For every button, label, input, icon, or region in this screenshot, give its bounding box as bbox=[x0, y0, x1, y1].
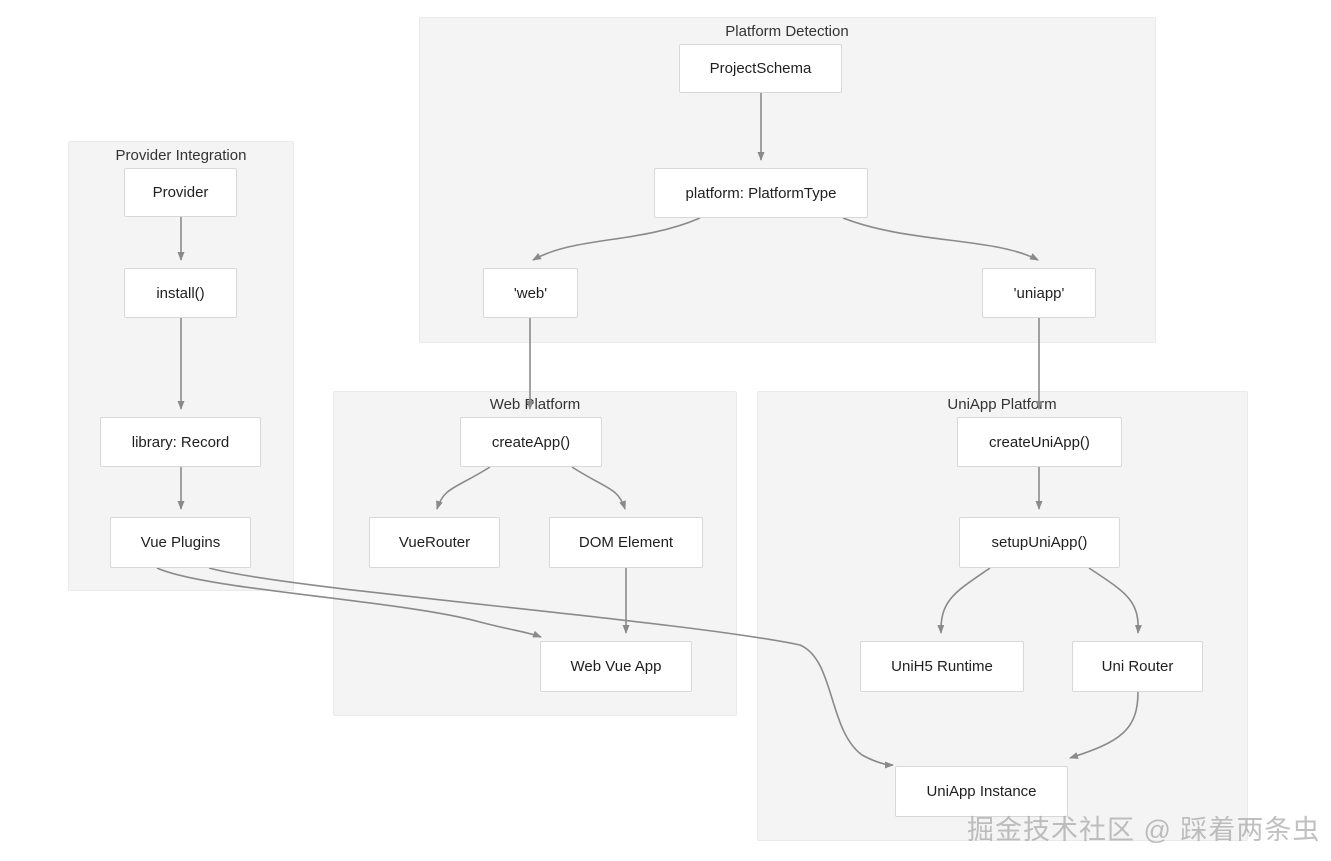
cluster-label-provider-integration: Provider Integration bbox=[115, 147, 247, 164]
node-vue-router[interactable]: VueRouter bbox=[369, 517, 500, 568]
node-setup-uni-app[interactable]: setupUniApp() bbox=[959, 517, 1120, 568]
node-create-uni-app[interactable]: createUniApp() bbox=[957, 417, 1122, 467]
node-vue-plugins[interactable]: Vue Plugins bbox=[110, 517, 251, 568]
cluster-label-platform-detection: Platform Detection bbox=[725, 23, 849, 40]
node-create-app[interactable]: createApp() bbox=[460, 417, 602, 467]
node-uni-router[interactable]: Uni Router bbox=[1072, 641, 1203, 692]
node-web-literal[interactable]: 'web' bbox=[483, 268, 578, 318]
node-uniapp-literal[interactable]: 'uniapp' bbox=[982, 268, 1096, 318]
node-dom-element[interactable]: DOM Element bbox=[549, 517, 703, 568]
node-provider[interactable]: Provider bbox=[124, 168, 237, 217]
node-library-record[interactable]: library: Record bbox=[100, 417, 261, 467]
node-install[interactable]: install() bbox=[124, 268, 237, 318]
node-unih5-runtime[interactable]: UniH5 Runtime bbox=[860, 641, 1024, 692]
node-platform-type[interactable]: platform: PlatformType bbox=[654, 168, 868, 218]
cluster-label-uniapp-platform: UniApp Platform bbox=[947, 396, 1057, 413]
watermark-text: 掘金技术社区 @ 踩着两条虫 bbox=[967, 815, 1321, 845]
cluster-label-web-platform: Web Platform bbox=[489, 396, 581, 413]
node-web-vue-app[interactable]: Web Vue App bbox=[540, 641, 692, 692]
node-project-schema[interactable]: ProjectSchema bbox=[679, 44, 842, 93]
node-uniapp-instance[interactable]: UniApp Instance bbox=[895, 766, 1068, 817]
